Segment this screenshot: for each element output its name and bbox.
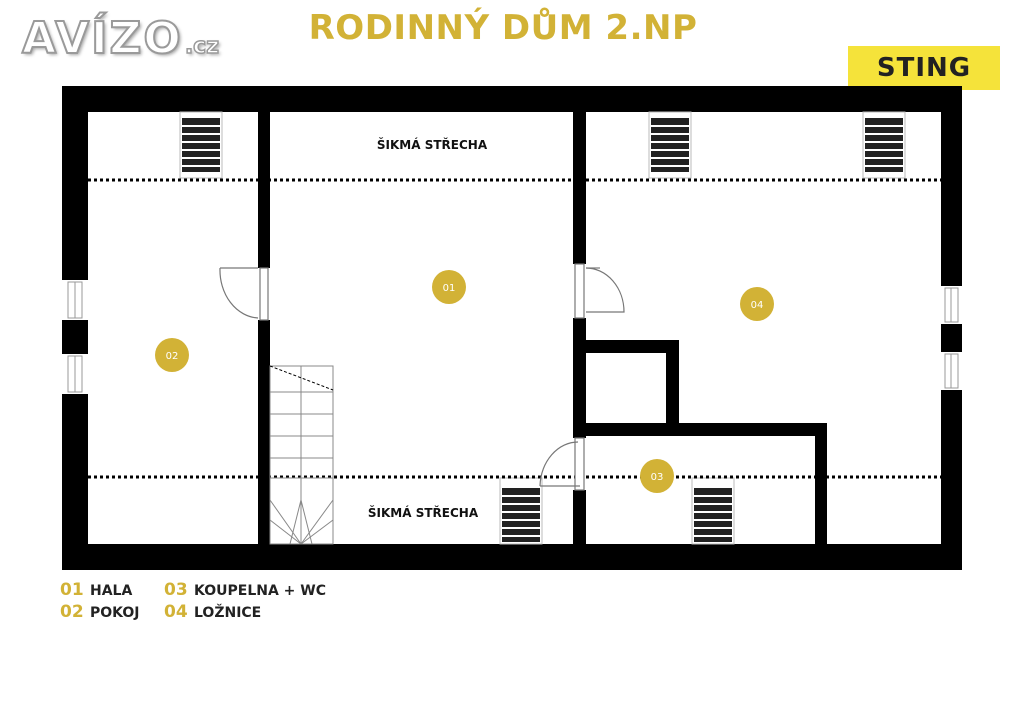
room-marker-01: 01 [432,270,466,304]
legend-item: 04 LOŽNICE [164,602,364,622]
legend-label: KOUPELNA + WC [194,583,326,599]
legend-item: 02 POKOJ [60,602,164,622]
brand-badge: STING [848,46,1000,90]
room-marker-04: 04 [740,287,774,321]
wall-int-b-mid [573,318,586,438]
svg-text:02: 02 [166,351,179,362]
door-middle [574,263,625,319]
logo-name: AVÍZO [21,13,183,65]
staircase [269,365,334,545]
legend-label: HALA [90,583,133,599]
wall-int-a-upper [258,108,270,268]
legend-item: 03 KOUPELNA + WC [164,580,364,600]
svg-text:01: 01 [443,283,456,294]
wall-int-b-lower [573,490,586,548]
legend-code: 02 [60,602,84,622]
legend-label: LOŽNICE [194,605,262,621]
wall-right-mid [941,324,962,352]
wall-int-a-lower [258,320,270,548]
svg-text:03: 03 [651,472,664,483]
wall-bath-top [573,423,827,436]
room-legend: 01 HALA 03 KOUPELNA + WC 02 POKOJ 04 LOŽ… [60,580,364,622]
wall-closet-top [573,340,679,353]
wall-int-b-upper [573,108,586,264]
wall-left-mid [62,320,88,354]
room-marker-02: 02 [155,338,189,372]
wall-bath-right [815,423,827,548]
wall-left-upper [62,86,88,280]
wall-right-upper [941,86,962,286]
wall-left-lower [62,394,88,570]
logo-tld: .cz [184,33,220,60]
legend-label: POKOJ [90,605,140,621]
legend-code: 04 [164,602,188,622]
svg-text:04: 04 [751,300,764,311]
roof-label-bottom: ŠIKMÁ STŘECHA [368,505,479,520]
legend-code: 03 [164,580,188,600]
window-right [944,287,959,389]
wall-closet-right [666,340,679,426]
roof-windows [179,111,906,545]
window-left [67,281,83,393]
wall-right-lower [941,390,962,570]
room-marker-03: 03 [640,459,674,493]
wall-bottom [62,544,962,570]
door-left [219,267,269,321]
roof-label-top: ŠIKMÁ STŘECHA [377,137,488,152]
legend-item: 01 HALA [60,580,164,600]
door-bath [539,437,585,491]
walls [62,86,962,570]
legend-code: 01 [60,580,84,600]
wall-top [62,86,962,112]
avizo-logo[interactable]: AVÍZO.cz [21,13,220,72]
plan-title: RODINNÝ DŮM 2.NP [308,8,698,48]
